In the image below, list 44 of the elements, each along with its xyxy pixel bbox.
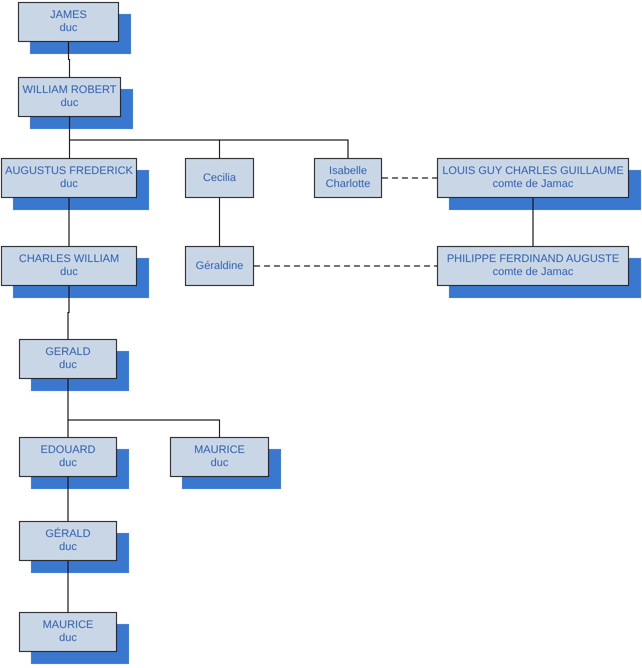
- person-box: [1, 158, 137, 198]
- person-name: JAMES: [50, 9, 87, 22]
- person-title: duc: [60, 97, 78, 110]
- person-title: duc: [59, 359, 77, 372]
- person-name: CHARLES WILLIAM: [18, 253, 120, 266]
- person-title: duc: [60, 266, 78, 279]
- person-name: PHILIPPE FERDINAND AUGUSTE: [446, 253, 620, 266]
- person-title: duc: [210, 457, 228, 470]
- person-title: duc: [59, 541, 77, 554]
- person-title: duc: [60, 178, 78, 191]
- person-title: comte de Jamac: [492, 266, 574, 279]
- person-title: duc: [59, 457, 77, 470]
- connector-line: [532, 198, 534, 246]
- person-box: [170, 437, 269, 477]
- person-title: duc: [60, 22, 78, 35]
- person-box: [1, 246, 137, 286]
- person-name: WILLIAM ROBERT: [22, 84, 116, 97]
- person-name: EDOUARD: [40, 444, 96, 457]
- person-box: [18, 2, 119, 42]
- person-box: [437, 158, 629, 198]
- person-title: duc: [59, 632, 77, 645]
- person-name: MAURICE: [194, 444, 245, 457]
- person-box: [19, 437, 117, 477]
- person-box: [19, 521, 117, 561]
- person-box: [437, 246, 629, 286]
- person-name: LOUIS GUY CHARLES GUILLAUME: [442, 165, 624, 178]
- person-name: MAURICE: [42, 619, 94, 632]
- person-box: [314, 158, 382, 198]
- person-name: Géraldine: [196, 260, 244, 272]
- person-name: GÉRALD: [45, 528, 91, 541]
- connector-line: [68, 42, 70, 78]
- person-box: [18, 77, 121, 117]
- connector-line: [68, 286, 70, 340]
- person-box: [185, 246, 254, 286]
- person-box: [19, 612, 117, 652]
- person-name: GERALD: [45, 346, 91, 359]
- connector-line: [68, 198, 70, 246]
- person-box: [185, 158, 254, 198]
- person-box: [19, 339, 117, 379]
- person-name: Cecilia: [202, 172, 236, 184]
- person-name: AUGUSTUS FREDERICK: [5, 165, 133, 178]
- connector-line: [219, 198, 220, 246]
- person-title: comte de Jamac: [492, 178, 574, 191]
- person-name: Isabelle Charlotte: [324, 165, 372, 191]
